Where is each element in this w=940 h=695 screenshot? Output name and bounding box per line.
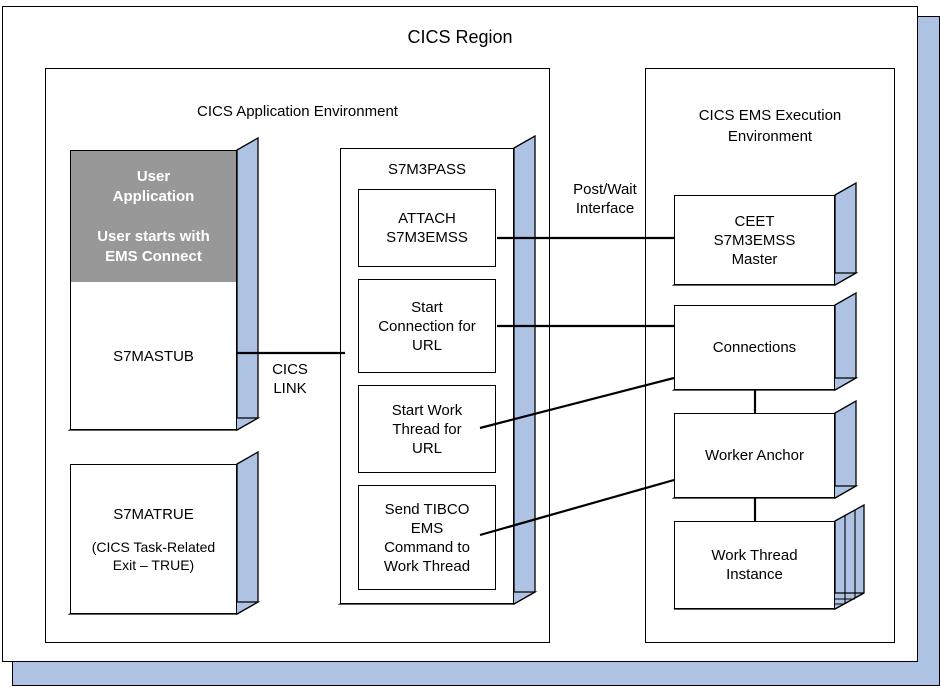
work-thread-instance-label: Work Thread Instance: [711, 547, 798, 583]
node-connections[interactable]: Connections: [671, 291, 859, 400]
panel-cics-ems-execution-environment-title: CICS EMS Execution Environment: [698, 107, 842, 145]
cics-region-title: CICS Region: [407, 27, 513, 47]
connections-face: Connections: [674, 305, 835, 390]
ceet-s7m3emss-master-face: CEET S7M3EMSS Master: [674, 195, 835, 285]
connections-label: Connections: [712, 339, 797, 356]
s7m3pass-step-start-connection[interactable]: Start Connection for URL: [358, 279, 496, 373]
s7m3pass-title: S7M3PASS: [387, 161, 467, 178]
wire-label-cics-link: CICS LINK: [272, 361, 308, 397]
node-s7m3pass[interactable]: S7M3PASS ATTACH S7M3EMSS Start Connectio…: [337, 134, 538, 614]
s7m3pass-step-start-work-thread[interactable]: Start Work Thread for URL: [358, 385, 496, 473]
panel-cics-application-environment-title: CICS Application Environment: [197, 103, 398, 120]
worker-anchor-label: Worker Anchor: [705, 447, 804, 464]
user-application-banner: User Application User starts with EMS Co…: [70, 150, 237, 282]
worker-anchor-face: Worker Anchor: [674, 413, 835, 498]
node-user-application[interactable]: User Application User starts with EMS Co…: [67, 136, 261, 440]
ceet-s7m3emss-master-label: CEET S7M3EMSS Master: [713, 212, 796, 268]
s7matrue-subtitle: (CICS Task-Related Exit – TRUE): [91, 538, 216, 573]
s7matrue-title: S7MATRUE: [113, 505, 194, 523]
s7m3pass-step-send-tibco-ems-command[interactable]: Send TIBCO EMS Command to Work Thread: [358, 485, 496, 590]
node-ceet-s7m3emss-master[interactable]: CEET S7M3EMSS Master: [671, 181, 859, 295]
work-thread-instance-face: Work Thread Instance: [674, 521, 835, 609]
node-s7matrue[interactable]: S7MATRUE (CICS Task-Related Exit – TRUE): [67, 450, 261, 624]
s7m3pass-step-attach[interactable]: ATTACH S7M3EMSS: [358, 189, 496, 267]
node-work-thread-instance[interactable]: Work Thread Instance: [673, 503, 865, 621]
user-application-body-label: S7MASTUB: [113, 347, 194, 365]
wire-label-post-wait-interface: Post/Wait Interface: [573, 181, 637, 217]
s7matrue-face: S7MATRUE (CICS Task-Related Exit – TRUE): [70, 464, 237, 614]
node-worker-anchor[interactable]: Worker Anchor: [671, 399, 859, 508]
